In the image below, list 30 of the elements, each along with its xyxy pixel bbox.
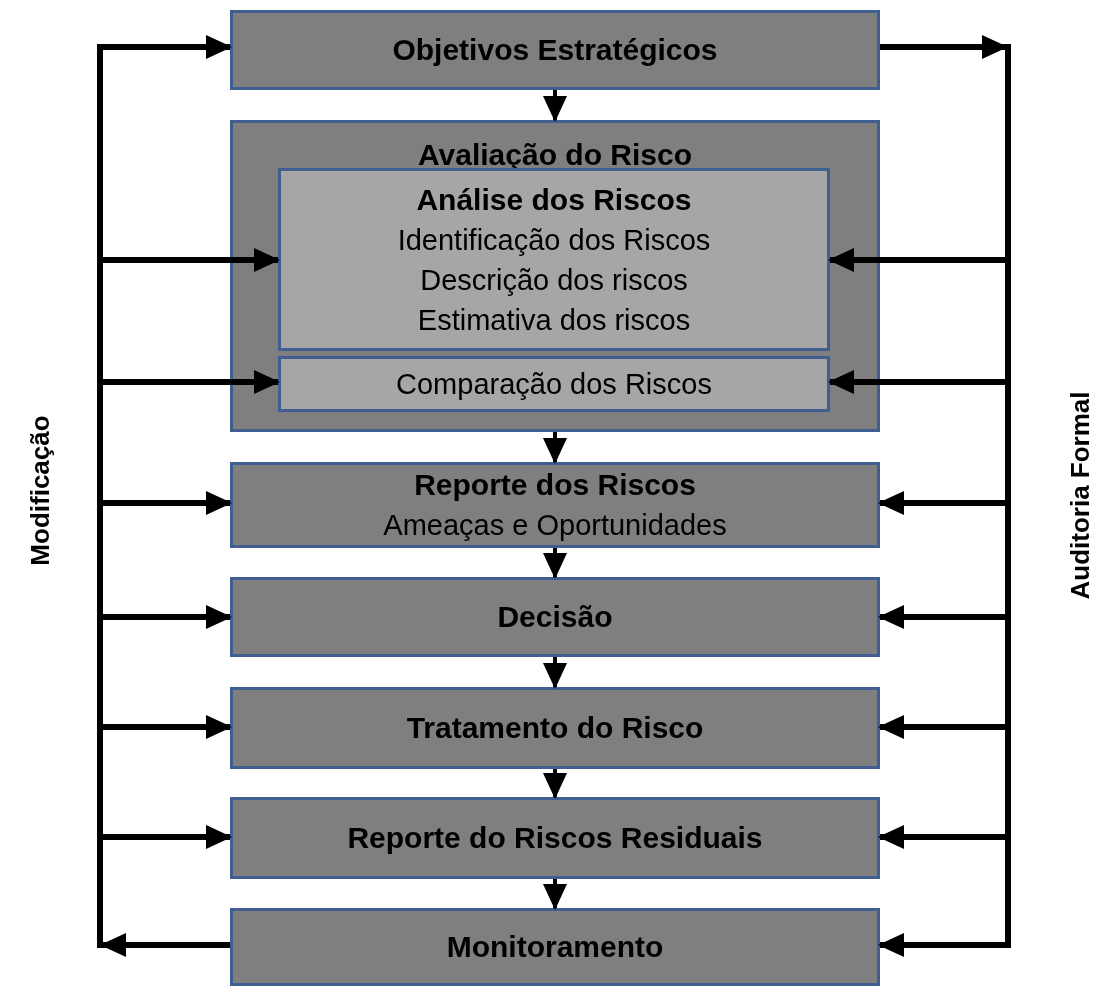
box-title: Reporte do Riscos Residuais bbox=[347, 820, 763, 856]
side-label: Modificação bbox=[24, 414, 56, 566]
process-box bbox=[230, 908, 880, 986]
arrow bbox=[543, 90, 567, 122]
side-label: Auditoria Formal bbox=[1064, 391, 1096, 599]
box-title: Objetivos Estratégicos bbox=[392, 32, 718, 68]
process-box bbox=[230, 687, 880, 769]
process-box bbox=[230, 10, 880, 90]
box-title: Comparação dos Riscos bbox=[396, 367, 712, 402]
arrow bbox=[543, 657, 567, 689]
arrow bbox=[543, 769, 567, 799]
box-title: Reporte dos Riscos bbox=[414, 467, 696, 503]
arrow bbox=[543, 432, 567, 464]
process-box bbox=[230, 462, 880, 548]
box-text: Descrição dos riscos bbox=[420, 262, 688, 298]
inner-process-box bbox=[278, 168, 830, 351]
box-title: Monitoramento bbox=[446, 929, 664, 965]
process-box bbox=[230, 797, 880, 879]
box-text: Ameaças e Oportunidades bbox=[383, 508, 727, 543]
box-title: Avaliação do Risco bbox=[418, 137, 692, 173]
arrow bbox=[543, 879, 567, 910]
box-title: Tratamento do Risco bbox=[406, 710, 704, 746]
inner-process-box bbox=[278, 356, 830, 412]
box-title: Decisão bbox=[497, 599, 613, 635]
box-text: Estimativa dos riscos bbox=[417, 302, 691, 338]
group-box bbox=[230, 120, 880, 432]
box-text: Identificação dos Riscos bbox=[397, 222, 711, 258]
process-box bbox=[230, 577, 880, 657]
arrow bbox=[543, 548, 567, 579]
box-title: Análise dos Riscos bbox=[416, 181, 692, 218]
